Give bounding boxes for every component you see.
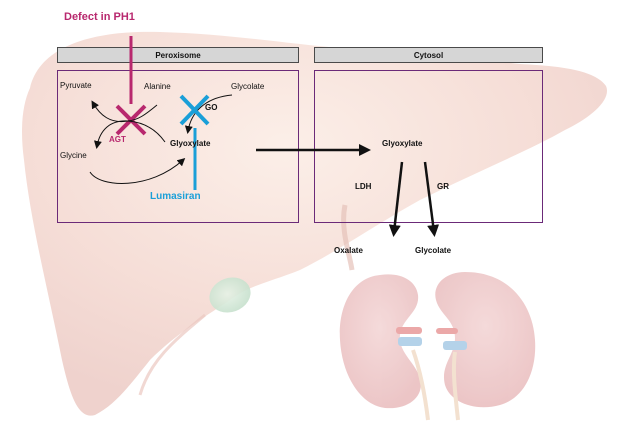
metabolite-pyruvate: Pyruvate xyxy=(60,81,92,90)
product-oxalate: Oxalate xyxy=(334,246,363,255)
defect-title: Defect in PH1 xyxy=(64,11,135,23)
alanine-curve xyxy=(127,104,158,122)
arrow-glycine-to-glyoxylate xyxy=(89,157,186,184)
liver-ligament xyxy=(341,204,355,271)
metabolite-glycine: Glycine xyxy=(60,151,87,160)
right-kidney xyxy=(435,272,536,408)
kidneys xyxy=(339,272,536,421)
cytosol-header: Cytosol xyxy=(314,47,543,63)
enzyme-go: GO xyxy=(205,103,218,112)
inhibitor-lumasiran: Lumasiran xyxy=(150,191,201,202)
gallbladder-shape xyxy=(209,277,251,313)
metabolite-alanine: Alanine xyxy=(144,82,171,91)
liver-shape xyxy=(22,31,607,416)
peroxisome-header: Peroxisome xyxy=(57,47,299,63)
agt-block-cross-icon xyxy=(115,104,147,136)
enzyme-ldh: LDH xyxy=(355,182,372,191)
arrow-to-glycine xyxy=(93,120,129,149)
glyoxylate-curve xyxy=(127,120,166,143)
product-glycolate: Glycolate xyxy=(415,246,452,255)
arrow-ldh-to-oxalate xyxy=(388,161,404,237)
metabolite-glycolate-peroxisome: Glycolate xyxy=(231,82,265,91)
enzyme-gr: GR xyxy=(437,182,449,191)
metabolite-glyoxylate-cytosol: Glyoxylate xyxy=(382,139,423,148)
peroxisome-compartment xyxy=(57,70,299,223)
enzyme-agt: AGT xyxy=(109,135,126,144)
metabolite-glyoxylate-peroxisome: Glyoxylate xyxy=(170,139,211,148)
cytosol-compartment xyxy=(314,70,543,223)
left-kidney xyxy=(339,274,421,409)
arrow-gr-to-glycolate xyxy=(423,161,440,237)
go-block-cross-icon xyxy=(179,94,210,126)
arrow-glycolate-to-glyoxylate xyxy=(184,94,233,134)
liver-fold xyxy=(138,313,206,396)
